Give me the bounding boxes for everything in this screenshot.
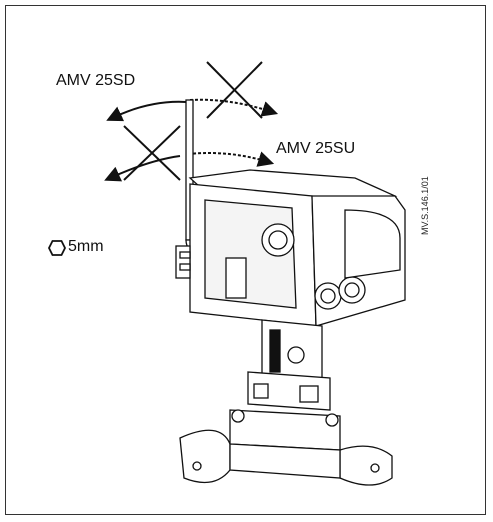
hex-key-size-label: 5mm	[68, 238, 104, 255]
yoke	[247, 319, 331, 411]
arrow-su-right	[187, 151, 275, 167]
hexagon-icon	[48, 240, 66, 256]
actuator-body	[175, 169, 406, 327]
cross-icon	[206, 61, 263, 119]
arrow-su-left	[104, 155, 181, 182]
reference-code: MV.S.146.1/01	[420, 176, 430, 235]
model-su-label: AMV 25SU	[276, 140, 356, 157]
model-sd-label: AMV 25SD	[56, 72, 136, 89]
arrow-sd-left	[106, 100, 187, 122]
cross-icon	[123, 125, 181, 181]
valve-body	[179, 409, 393, 486]
arrow-sd-right	[189, 98, 279, 117]
